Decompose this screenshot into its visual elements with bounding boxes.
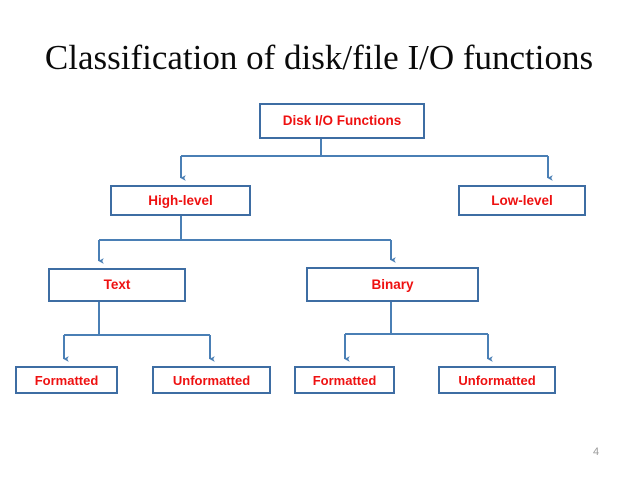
page-title: Classification of disk/file I/O function…: [44, 38, 594, 77]
node-binary-formatted[interactable]: Formatted: [294, 366, 395, 394]
node-low-level[interactable]: Low-level: [458, 185, 586, 216]
node-text[interactable]: Text: [48, 268, 186, 302]
node-text-unformatted[interactable]: Unformatted: [152, 366, 271, 394]
node-disk-io-functions[interactable]: Disk I/O Functions: [259, 103, 425, 139]
page-number: 4: [592, 446, 600, 458]
node-binary[interactable]: Binary: [306, 267, 479, 302]
node-text-formatted[interactable]: Formatted: [15, 366, 118, 394]
node-high-level[interactable]: High-level: [110, 185, 251, 216]
node-binary-unformatted[interactable]: Unformatted: [438, 366, 556, 394]
